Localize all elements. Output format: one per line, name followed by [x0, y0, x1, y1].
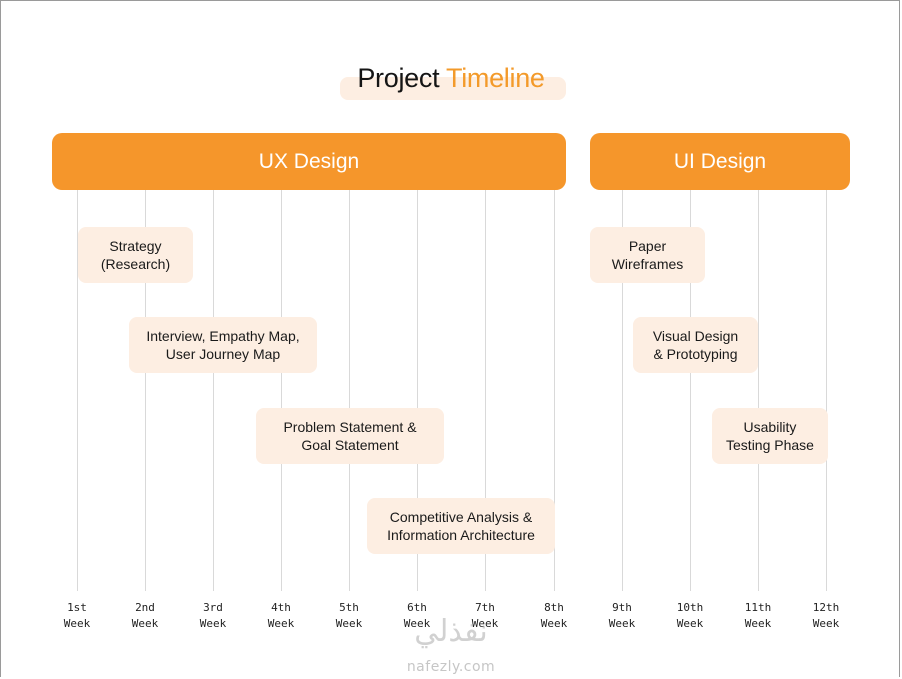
watermark-logo-arabic: نفذلي	[414, 614, 488, 649]
task-problem-statement: Problem Statement & Goal Statement	[256, 408, 444, 464]
week-gridline	[758, 190, 759, 591]
week-word: Week	[131, 617, 159, 630]
task-label: Visual Design & Prototyping	[652, 328, 739, 362]
week-gridline	[485, 190, 486, 591]
week-num: 12th	[812, 601, 840, 614]
week-gridline	[826, 190, 827, 591]
week-gridline	[554, 190, 555, 591]
task-label: Paper Wireframes	[611, 238, 684, 272]
week-gridline	[145, 190, 146, 591]
week-num: 7th	[475, 601, 495, 614]
week-word: Week	[63, 617, 91, 630]
week-num: 2nd	[135, 601, 155, 614]
week-gridline	[349, 190, 350, 591]
page-title: Project Timeline	[0, 63, 902, 94]
week-num: 11th	[744, 601, 772, 614]
task-label: Problem Statement & Goal Statement	[283, 419, 417, 453]
week-word: Week	[676, 617, 704, 630]
title-part-1: Project	[357, 63, 440, 93]
week-word: Week	[335, 617, 363, 630]
week-word: Week	[267, 617, 295, 630]
week-gridline	[690, 190, 691, 591]
week-gridline	[622, 190, 623, 591]
task-label: Competitive Analysis & Information Archi…	[387, 509, 535, 543]
week-gridline	[417, 190, 418, 591]
week-word: Week	[403, 617, 431, 630]
week-num: 3rd	[203, 601, 223, 614]
phase-label: UI Design	[673, 149, 767, 173]
week-word: Week	[744, 617, 772, 630]
week-word: Week	[540, 617, 568, 630]
week-num: 6th	[407, 601, 427, 614]
task-visual-design-prototyping: Visual Design & Prototyping	[633, 317, 758, 373]
watermark-logo-url: nafezly.com	[406, 659, 496, 675]
task-paper-wireframes: Paper Wireframes	[590, 227, 705, 283]
week-word: Week	[608, 617, 636, 630]
phase-ui-design: UI Design	[590, 133, 850, 190]
task-label: Interview, Empathy Map, User Journey Map	[146, 328, 300, 362]
week-word: Week	[471, 617, 499, 630]
week-num: 8th	[544, 601, 564, 614]
week-word: Week	[812, 617, 840, 630]
week-num: 9th	[612, 601, 632, 614]
week-gridline	[77, 190, 78, 591]
task-usability-testing: Usability Testing Phase	[712, 408, 828, 464]
week-num: 5th	[339, 601, 359, 614]
week-num: 4th	[271, 601, 291, 614]
week-num: 1st	[67, 601, 87, 614]
task-label: Usability Testing Phase	[726, 419, 814, 453]
task-label: Strategy (Research)	[100, 238, 171, 272]
task-strategy-research: Strategy (Research)	[78, 227, 193, 283]
week-gridline	[281, 190, 282, 591]
week-word: Week	[199, 617, 227, 630]
task-competitive-analysis: Competitive Analysis & Information Archi…	[367, 498, 555, 554]
title-highlight	[340, 77, 566, 100]
phase-label: UX Design	[258, 149, 360, 173]
week-num: 10th	[676, 601, 704, 614]
phase-ux-design: UX Design	[52, 133, 566, 190]
title-part-2: Timeline	[446, 63, 545, 93]
task-interview-empathy-map: Interview, Empathy Map, User Journey Map	[129, 317, 317, 373]
week-gridline	[213, 190, 214, 591]
